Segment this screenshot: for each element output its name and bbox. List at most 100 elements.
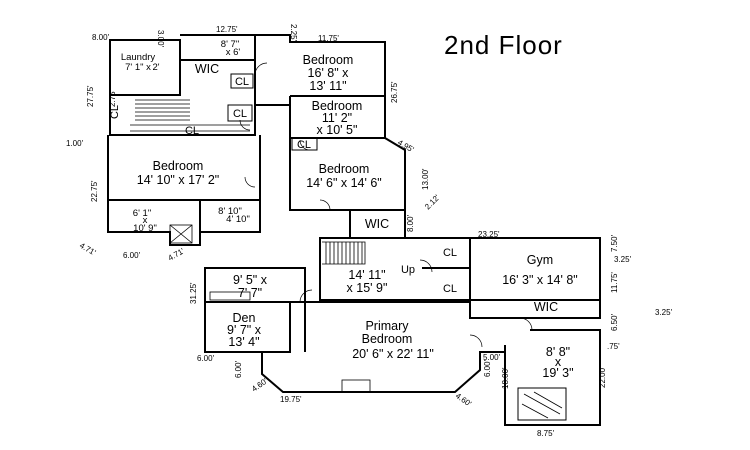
hall-size-a: 14' 11" xyxy=(348,268,385,282)
gym-size: 16' 3" x 14' 8" xyxy=(502,273,578,287)
dimension-label: 11.75' xyxy=(610,272,619,293)
bath-w1-size-a: 6' 1" xyxy=(133,208,151,219)
den-size-a: 9' 7" x xyxy=(227,323,262,337)
dimension-label: 22.00' xyxy=(598,366,607,388)
floor-title: 2nd Floor xyxy=(444,30,563,60)
room-labels: Laundry 7' 1" x 2' WIC 8' 7" x 6' Bedroo… xyxy=(121,39,578,380)
bedroom-east-size: 14' 6" x 14' 6" xyxy=(306,176,382,190)
dimension-label: 13.00' xyxy=(421,168,430,190)
bath-w1-size-c: 10' 9" xyxy=(133,223,157,234)
bath-w2-size-a: 8' 10" xyxy=(218,206,242,217)
closet-label: CL xyxy=(185,125,199,137)
dimension-label: 6.00' xyxy=(234,360,243,378)
bedroom-mid-size-a: 11' 2" xyxy=(322,111,352,125)
closet-label: CL xyxy=(233,108,247,120)
dimension-label: 22.75' xyxy=(90,180,99,202)
primary-bath-size-b: x xyxy=(555,355,562,369)
dimension-label: .75' xyxy=(607,342,620,351)
primary-size: 20' 6" x 22' 11" xyxy=(352,347,434,361)
den-label: Den xyxy=(233,311,256,325)
gym-label: Gym xyxy=(527,253,553,267)
bath-w1-size-b: x xyxy=(143,215,148,226)
bedroom-mid-label: Bedroom xyxy=(312,99,363,113)
stair-band-wall xyxy=(109,95,256,136)
wic-center-label: WIC xyxy=(365,217,389,231)
laundry-wall xyxy=(109,39,181,96)
bedroom-west-wall xyxy=(107,135,261,201)
dimension-label: 4.71' xyxy=(78,241,98,258)
stairs-upper xyxy=(135,99,190,121)
bath-sw-size-b: 7' 7" xyxy=(238,286,262,300)
dimension-label: 8.75' xyxy=(537,429,555,438)
dimension-label: 19.75' xyxy=(280,395,302,404)
bedroom-west-size: 14' 10" x 17' 2" xyxy=(137,173,219,187)
walls xyxy=(107,34,601,426)
bedroom-mid-size-b: x 10' 5" xyxy=(317,123,358,137)
laundry-label: Laundry xyxy=(121,52,156,63)
bath-west-wall xyxy=(107,200,261,246)
dimension-label: 2.25' xyxy=(289,24,298,42)
closet-label: CL xyxy=(443,247,457,259)
gym-wall xyxy=(470,237,601,301)
hall-upper-wall xyxy=(254,95,290,106)
dimension-label: 11.75' xyxy=(318,34,339,43)
bay-window xyxy=(341,379,371,393)
dimension-label: 1.00' xyxy=(66,139,84,148)
bath-w2-size-b: 4' 10" xyxy=(226,214,250,225)
shower-x xyxy=(169,224,193,244)
dimension-label: 6.00' xyxy=(197,354,215,363)
dimension-label: 3.25' xyxy=(655,308,673,317)
closet-label: CL xyxy=(297,139,311,151)
closet-label: CL xyxy=(443,283,457,295)
bedroom-ne-size-b: 13' 11" xyxy=(309,79,346,93)
rod-cl-upper xyxy=(130,124,250,132)
tub-lines xyxy=(521,391,563,419)
den-size-b: 13' 4" xyxy=(228,335,259,349)
closet-label: CL xyxy=(235,76,249,88)
dimension-label: 6.00' xyxy=(123,251,141,260)
bath-top-size-a: 8' 7" xyxy=(221,39,239,50)
dimension-label: 2.75' xyxy=(108,89,117,107)
dimension-label: 5.00' xyxy=(483,353,501,362)
dimension-label: 31.25' xyxy=(189,282,198,304)
dimension-label: 7.50' xyxy=(610,234,619,252)
bedroom-ne-size-a: 16' 8" x xyxy=(308,66,350,80)
dimension-label: 6.50' xyxy=(610,313,619,331)
bedroom-ne-label: Bedroom xyxy=(303,53,354,67)
bath-top-size-b: x 6' xyxy=(226,47,241,58)
bedroom-mid-wall xyxy=(289,96,386,139)
stairs-center xyxy=(322,241,366,265)
dimension-label: 4.60' xyxy=(454,391,474,408)
dimension-label: 8.00' xyxy=(92,33,110,42)
dimension-label: 26.75' xyxy=(390,81,399,103)
bath-sw-size-a: 9' 5" x xyxy=(233,273,268,287)
wic-east-label: WIC xyxy=(534,300,558,314)
bedroom-west-label: Bedroom xyxy=(153,159,204,173)
dimension-label: 3.25' xyxy=(614,255,632,264)
dimension-label: 8.00' xyxy=(406,214,415,232)
primary-label-a: Primary xyxy=(365,319,409,333)
bedroom-east-label: Bedroom xyxy=(319,162,370,176)
primary-bath-size-c: 19' 3" xyxy=(542,366,573,380)
closet-labels: CL CL CL CL CL CL CL xyxy=(109,73,457,295)
dimension-label: 3.00' xyxy=(156,30,165,48)
primary-bath-wall xyxy=(504,329,601,426)
interior-details xyxy=(130,99,567,421)
dimension-label: 12.75' xyxy=(216,25,238,34)
primary-label-b: Bedroom xyxy=(362,332,413,346)
dimension-label: 6.00' xyxy=(483,359,492,377)
hall-size-b: x 15' 9" xyxy=(347,281,388,295)
primary-tub xyxy=(517,387,567,421)
west-shower xyxy=(169,224,193,244)
bedroom-ne-wall xyxy=(255,34,386,97)
dimension-label: 4.71' xyxy=(167,246,187,263)
sw-tub xyxy=(209,291,251,301)
laundry-size-a: 7' 1" x xyxy=(125,62,151,73)
wic-nw-label: WIC xyxy=(195,62,219,76)
dimension-labels: 12.75' 8.00' 3.00' 2.25' 11.75' 27.75' 2… xyxy=(66,24,673,438)
laundry-size-b: 2' xyxy=(152,62,159,73)
dimension-label: 23.25' xyxy=(478,230,500,239)
dimension-label: 2.12' xyxy=(423,193,442,212)
stairs-up-label: Up xyxy=(401,264,415,276)
